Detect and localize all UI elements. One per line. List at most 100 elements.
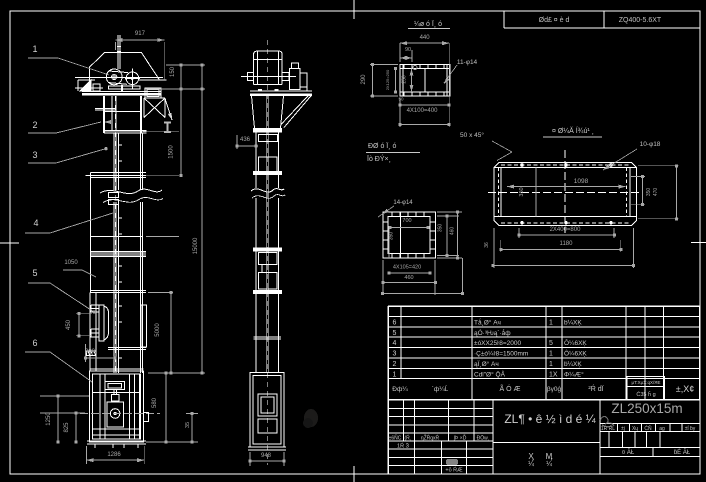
svg-text:3: 3 bbox=[393, 351, 397, 358]
svg-text:1286: 1286 bbox=[107, 452, 121, 458]
svg-text:290: 290 bbox=[361, 74, 367, 85]
svg-text:1: 1 bbox=[393, 371, 397, 378]
svg-text:1: 1 bbox=[549, 361, 553, 368]
svg-text:Ïò ĐÝ×¸: Ïò ĐÝ×¸ bbox=[367, 154, 391, 163]
svg-text:948: 948 bbox=[261, 453, 272, 459]
svg-text:580: 580 bbox=[152, 397, 158, 408]
svg-text:ZL¶ • ê ½ ì d é ¼: ZL¶ • ê ½ ì d é ¼ bbox=[504, 412, 596, 426]
svg-text:825: 825 bbox=[64, 422, 70, 433]
svg-text:´ф¼Ĺ: ´ф¼Ĺ bbox=[432, 384, 449, 393]
svg-text:ĆŇ: ĆŇ bbox=[644, 425, 652, 432]
svg-text:ḃĖ ĂŁ: ḃĖ ĂŁ bbox=[674, 449, 691, 456]
svg-text:Ô¼6XĶ: Ô¼6XĶ bbox=[564, 349, 587, 358]
svg-text:Ć35 ĥ g: Ć35 ĥ g bbox=[636, 391, 655, 398]
svg-text:Xų: Xų bbox=[632, 426, 638, 432]
svg-text:ĐØ ó Ï¸ ó: ĐØ ó Ï¸ ó bbox=[368, 142, 397, 150]
svg-text:4: 4 bbox=[33, 218, 38, 228]
svg-text:ąЇ¸Ø° Ач: ąЇ¸Ø° Ач bbox=[474, 360, 499, 368]
svg-text:3: 3 bbox=[32, 150, 37, 160]
svg-text:1250: 1250 bbox=[46, 412, 52, 426]
svg-text:Ã Ó Æ: Ã Ó Æ bbox=[499, 384, 520, 393]
svg-text:1Ŕ Ӟ: 1Ŕ Ӟ bbox=[397, 443, 410, 450]
svg-text:ηŽŔqxŔ: ηŽŔqxŔ bbox=[421, 434, 440, 442]
svg-text:150: 150 bbox=[170, 66, 176, 77]
svg-text:ĮÞ ×Ď: ĮÞ ×Ď bbox=[454, 434, 467, 442]
svg-text:470: 470 bbox=[653, 188, 659, 197]
svg-text:Ӎ: Ӎ bbox=[546, 452, 553, 461]
svg-text:Сdl"Ø° ǬÅ: Сdl"Ø° ǬÅ bbox=[474, 369, 506, 378]
svg-text:250: 250 bbox=[402, 75, 408, 84]
svg-text:11-φ14: 11-φ14 bbox=[457, 59, 478, 66]
svg-text:440: 440 bbox=[420, 35, 431, 41]
svg-text:1: 1 bbox=[32, 44, 37, 54]
svg-text:1050: 1050 bbox=[64, 260, 78, 266]
svg-text:460: 460 bbox=[450, 227, 456, 236]
svg-text:Ӽ: Ӽ bbox=[528, 452, 534, 461]
svg-text:ZQ400-5.6XT: ZQ400-5.6XT bbox=[619, 17, 662, 24]
svg-text:900: 900 bbox=[85, 349, 96, 355]
svg-text:1500: 1500 bbox=[169, 145, 175, 159]
svg-text:5: 5 bbox=[549, 340, 553, 347]
svg-text:350: 350 bbox=[519, 187, 525, 196]
svg-text:1098: 1098 bbox=[574, 178, 589, 185]
svg-text:Ô¼6XĶ: Ô¼6XĶ bbox=[564, 338, 587, 347]
svg-text:2X400=800: 2X400=800 bbox=[550, 227, 582, 233]
svg-text:50: 50 bbox=[398, 97, 404, 102]
svg-text:ḃ¼XĶ: ḃ¼XĶ bbox=[564, 319, 582, 326]
svg-text:5000: 5000 bbox=[155, 323, 161, 337]
svg-text:¤ ĂŁ: ¤ ĂŁ bbox=[622, 449, 635, 456]
svg-text:6: 6 bbox=[32, 338, 37, 348]
svg-text:ḃ¼XĶ: ḃ¼XĶ bbox=[564, 361, 582, 368]
svg-text:4: 4 bbox=[393, 340, 397, 347]
svg-text:436: 436 bbox=[240, 137, 251, 143]
svg-text:36: 36 bbox=[484, 242, 490, 248]
svg-text:1: 1 bbox=[549, 319, 553, 326]
svg-text:±óXX25ŀ8=2000: ±óXX25ŀ8=2000 bbox=[474, 340, 522, 347]
svg-text:ąÓ·³Ƕą´·ǻф: ąÓ·³Ƕą´·ǻф bbox=[474, 328, 511, 337]
svg-text:2: 2 bbox=[32, 120, 37, 130]
svg-text:±6ŇC: ±6ŇC bbox=[389, 435, 402, 442]
svg-text:βγ0ģ: βγ0ģ bbox=[547, 385, 562, 393]
svg-text:²Ŕ dÏ: ²Ŕ dÏ bbox=[588, 384, 603, 393]
svg-text:4X100=400: 4X100=400 bbox=[407, 108, 439, 114]
svg-text:μΤ:ΧμΧ:qΧ/ЯΕ: μΤ:ΧμΧ:qΧ/ЯΕ bbox=[632, 380, 661, 385]
svg-text:Тǻ¸Ø° Ач: Тǻ¸Ø° Ач bbox=[474, 317, 501, 326]
svg-text:350: 350 bbox=[646, 188, 652, 197]
svg-text:ĐŌw¸: ĐŌw¸ bbox=[477, 435, 490, 442]
svg-text:±į: ±į bbox=[621, 426, 625, 432]
svg-text:ag: ag bbox=[659, 426, 665, 432]
svg-text:ZL250x15m: ZL250x15m bbox=[611, 401, 682, 416]
svg-text:+ŏ ŔÆ: +ŏ ŔÆ bbox=[445, 467, 463, 474]
svg-text:6: 6 bbox=[393, 319, 397, 326]
svg-text:460: 460 bbox=[404, 275, 413, 281]
svg-text:Ðф¼: Ðф¼ bbox=[392, 386, 408, 393]
svg-text:1180: 1180 bbox=[560, 241, 574, 247]
svg-text:5: 5 bbox=[32, 268, 37, 278]
svg-text:±ĺ ḃγ: ±ĺ ḃγ bbox=[685, 425, 696, 432]
svg-text:2: 2 bbox=[393, 361, 397, 368]
svg-text:¼: ¼ bbox=[528, 461, 534, 468]
svg-text:35: 35 bbox=[185, 422, 191, 428]
svg-text:50 x 45°: 50 x 45° bbox=[460, 131, 484, 139]
svg-text:450: 450 bbox=[66, 319, 72, 330]
svg-text:2X125=250: 2X125=250 bbox=[385, 69, 390, 90]
svg-text:¼ø ó Ï¸ ó: ¼ø ó Ï¸ ó bbox=[414, 20, 442, 28]
svg-text:350: 350 bbox=[438, 224, 444, 233]
svg-text:5: 5 bbox=[393, 330, 397, 337]
svg-text:14-φ14: 14-φ14 bbox=[393, 200, 413, 206]
svg-text:350: 350 bbox=[389, 232, 395, 241]
svg-text:1Ŕ ŔL: 1Ŕ ŔL bbox=[601, 425, 615, 432]
svg-text:15000: 15000 bbox=[193, 237, 199, 254]
svg-text:10-φ18: 10-φ18 bbox=[640, 141, 661, 148]
svg-text:·Ç±ó¼ŀ8=1500mm: ·Ç±ó¼ŀ8=1500mm bbox=[474, 351, 528, 358]
svg-text:¼: ¼ bbox=[546, 461, 552, 468]
svg-text:90: 90 bbox=[405, 47, 411, 53]
svg-text:Ød£ ¤ è d: Ød£ ¤ è d bbox=[539, 17, 570, 24]
svg-text:700: 700 bbox=[402, 218, 411, 224]
svg-text:(Ŕ¸: (Ŕ¸ bbox=[405, 435, 412, 442]
svg-text:Φ¼Æ°: Φ¼Æ° bbox=[564, 370, 584, 378]
svg-text:1: 1 bbox=[549, 351, 553, 358]
svg-text:¤ Ø¼Ă Í¾ú¹ ¸: ¤ Ø¼Ă Í¾ú¹ ¸ bbox=[552, 126, 594, 135]
svg-text:917: 917 bbox=[135, 31, 146, 37]
svg-text:±,X¢: ±,X¢ bbox=[676, 384, 694, 394]
